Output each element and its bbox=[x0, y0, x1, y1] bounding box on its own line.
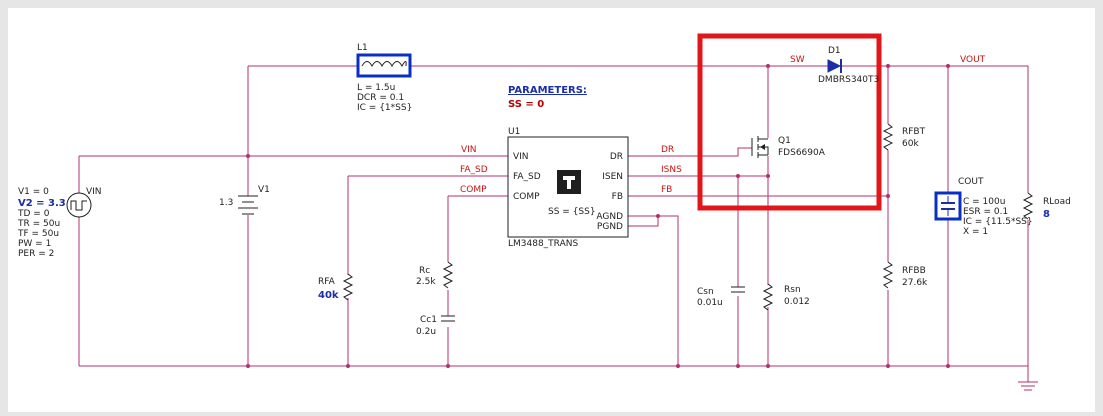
ground-icon bbox=[1018, 381, 1038, 391]
net-label-sw: SW bbox=[790, 55, 805, 65]
capacitor-cc1[interactable] bbox=[441, 315, 455, 322]
net-label-vout: VOUT bbox=[960, 55, 986, 65]
vin-v1: V1 = 0 bbox=[18, 187, 49, 197]
cout-ic: IC = {11.5*SS} bbox=[963, 217, 1033, 227]
selection-box bbox=[934, 191, 962, 221]
u1-name: U1 bbox=[508, 127, 520, 137]
rfa-name: RFA bbox=[318, 277, 336, 287]
u1-pin-agnd: AGND bbox=[596, 212, 623, 222]
vin-td: TD = 0 bbox=[17, 209, 50, 219]
junction-dots bbox=[246, 64, 950, 368]
u1-pin-isen: ISEN bbox=[602, 172, 623, 182]
capacitor-cout[interactable] bbox=[934, 191, 962, 221]
net-label-vin: VIN bbox=[461, 145, 477, 155]
rsn-name: Rsn bbox=[784, 285, 801, 295]
vin-tr: TR = 50u bbox=[17, 219, 60, 229]
rfbb-value: 27.6k bbox=[902, 278, 928, 288]
v1-value: 1.3 bbox=[219, 198, 233, 208]
rfa-value: 40k bbox=[318, 290, 339, 301]
cc1-value: 0.2u bbox=[416, 327, 436, 337]
q1-name: Q1 bbox=[778, 136, 791, 146]
rsn-value: 0.012 bbox=[784, 297, 810, 307]
rload-name: RLoad bbox=[1043, 197, 1071, 207]
u1-pin-pgnd: PGND bbox=[597, 222, 623, 232]
diode-d1[interactable] bbox=[827, 59, 842, 73]
rc-value: 2.5k bbox=[416, 277, 436, 287]
u1-pin-comp: COMP bbox=[513, 192, 540, 202]
resistor-rc[interactable] bbox=[442, 261, 454, 289]
inductor-l1[interactable] bbox=[356, 53, 412, 78]
q1-part: FDS6690A bbox=[778, 148, 826, 158]
vin-tf: TF = 50u bbox=[17, 229, 59, 239]
u1-pin-dr: DR bbox=[610, 152, 623, 162]
csn-name: Csn bbox=[697, 287, 714, 297]
resistor-rfbt[interactable] bbox=[882, 123, 894, 151]
vin-pulse-source[interactable] bbox=[66, 192, 92, 218]
cc1-name: Cc1 bbox=[420, 315, 437, 325]
vin-per: PER = 2 bbox=[18, 249, 54, 259]
u1-pin-fb: FB bbox=[612, 192, 623, 202]
resistor-rload[interactable] bbox=[1022, 192, 1034, 220]
rc-name: Rc bbox=[419, 266, 430, 276]
u1-pin-vin: VIN bbox=[513, 152, 529, 162]
resistor-rfa[interactable] bbox=[342, 273, 354, 301]
ic-u1[interactable] bbox=[507, 136, 629, 238]
resistor-rfbb[interactable] bbox=[882, 261, 894, 289]
cout-x: X = 1 bbox=[963, 227, 988, 237]
u1-part: LM3488_TRANS bbox=[508, 239, 578, 249]
vin-pw: PW = 1 bbox=[18, 239, 51, 249]
l1-l: L = 1.5u bbox=[357, 83, 395, 93]
v1-battery[interactable] bbox=[238, 195, 258, 215]
net-label-dr: DR bbox=[661, 145, 674, 155]
cout-name: COUT bbox=[958, 177, 984, 187]
net-label-comp: COMP bbox=[460, 185, 487, 195]
u1-pin-fa-sd: FA_SD bbox=[513, 172, 541, 182]
u1-ss: SS = {SS} bbox=[548, 207, 596, 217]
highlight-box bbox=[697, 33, 882, 211]
d1-name: D1 bbox=[828, 46, 841, 56]
l1-name: L1 bbox=[357, 43, 368, 53]
rfbt-value: 60k bbox=[902, 139, 919, 149]
net-label-isns: ISNS bbox=[661, 165, 682, 175]
cout-esr: ESR = 0.1 bbox=[963, 207, 1008, 217]
net-label-fa-sd: FA_SD bbox=[460, 165, 488, 175]
vin-v2: V2 = 3.3 bbox=[18, 198, 66, 209]
rfbt-name: RFBT bbox=[902, 127, 926, 137]
vin-source-name: VIN bbox=[86, 187, 102, 197]
l1-dcr: DCR = 0.1 bbox=[357, 93, 404, 103]
resistor-rsn[interactable] bbox=[762, 283, 774, 311]
selection-box bbox=[356, 53, 412, 78]
wires bbox=[78, 65, 1029, 382]
rload-value: 8 bbox=[1043, 209, 1050, 220]
rfbb-name: RFBB bbox=[902, 266, 926, 276]
d1-part: DMBRS340T3 bbox=[818, 75, 879, 85]
l1-ic: IC = {1*SS} bbox=[357, 103, 412, 113]
net-label-fb: FB bbox=[661, 185, 672, 195]
parameters-title: PARAMETERS: bbox=[508, 85, 587, 96]
mosfet-q1[interactable] bbox=[751, 136, 769, 158]
parameters-value: SS = 0 bbox=[508, 99, 544, 110]
csn-value: 0.01u bbox=[697, 298, 723, 308]
v1-name: V1 bbox=[258, 185, 270, 195]
capacitor-csn[interactable] bbox=[731, 286, 745, 293]
cout-c: C = 100u bbox=[963, 197, 1005, 207]
